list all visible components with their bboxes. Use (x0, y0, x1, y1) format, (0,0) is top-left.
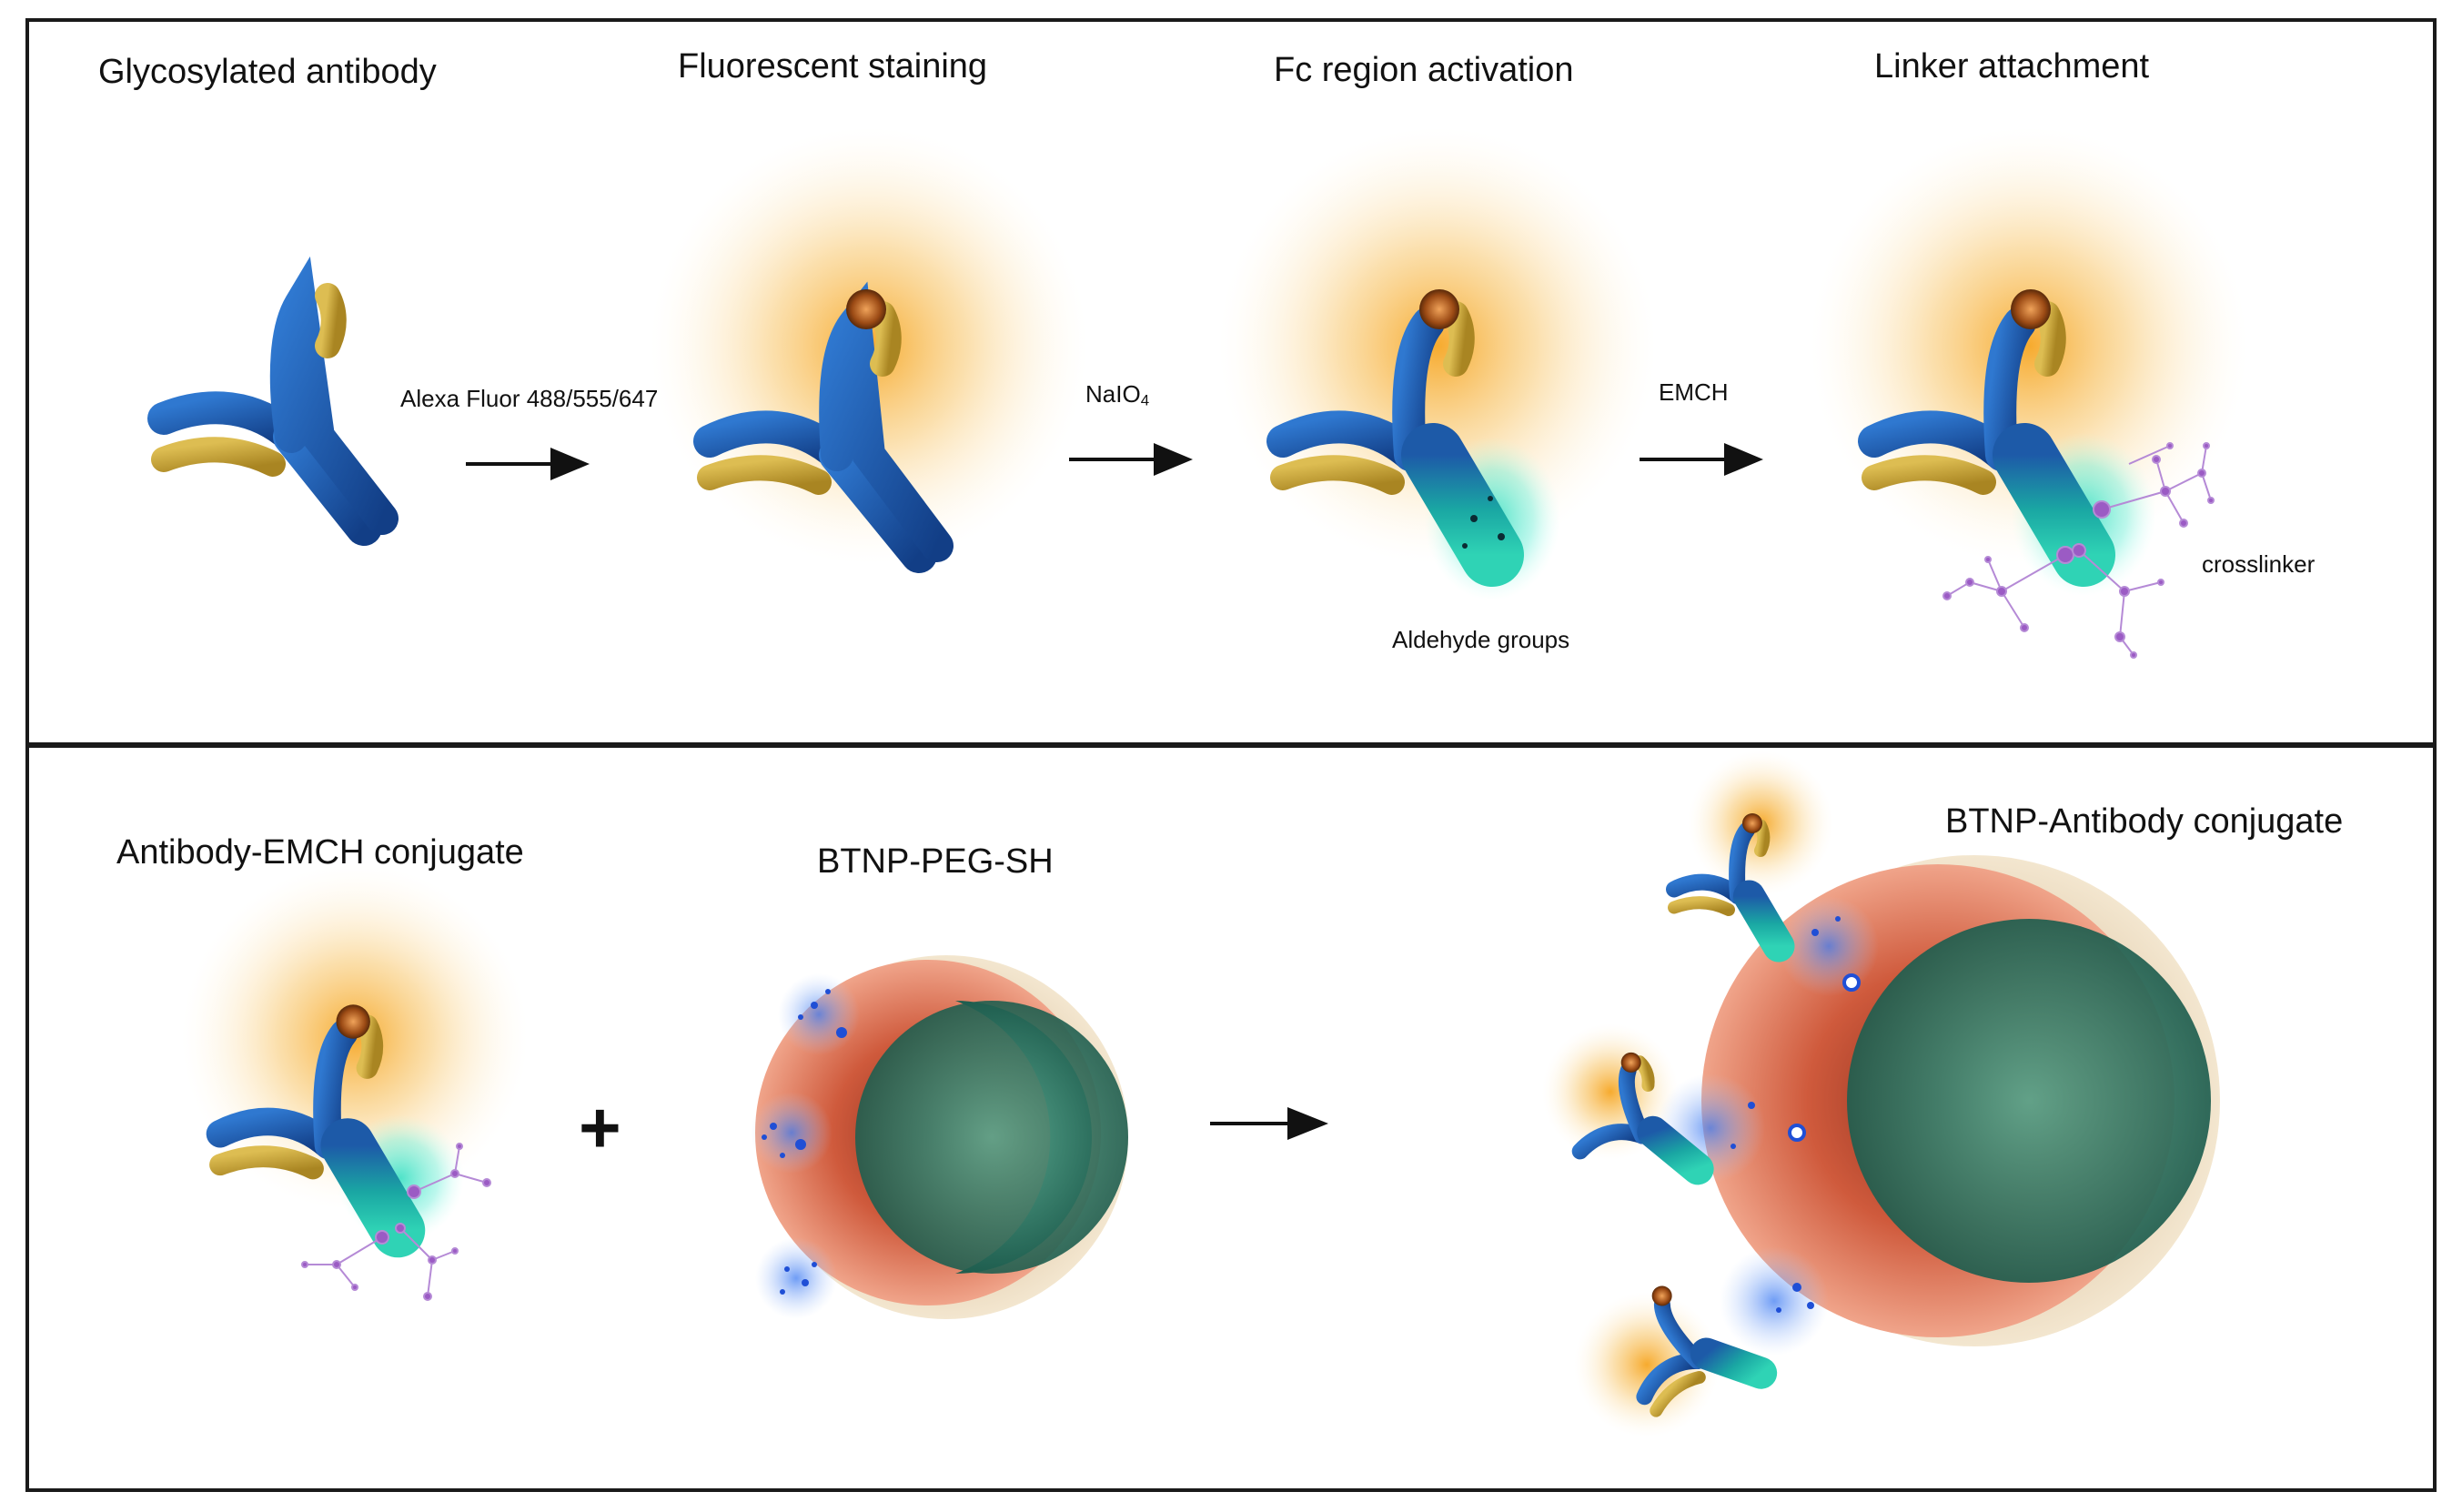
fc-activated-antibody-illustration (1219, 127, 1656, 600)
arrow-3 (1640, 443, 1763, 476)
reagent-naio4: NaIO4 (1085, 380, 1150, 409)
fluorescent-antibody-illustration (651, 127, 1087, 573)
arrow-4 (1210, 1107, 1328, 1140)
reagent-emch: EMCH (1659, 378, 1729, 406)
bottom-panel (25, 744, 2437, 1492)
arrow-1 (466, 448, 590, 480)
btnp-antibody-conjugate-illustration (1542, 751, 2220, 1437)
step-title-fluorescent-staining: Fluorescent staining (678, 47, 988, 86)
thiol-groups (751, 973, 860, 1319)
step-title-linker-attachment: Linker attachment (1874, 47, 2150, 86)
plus-sign: + (579, 1087, 621, 1168)
label-btnp-peg-sh: BTNP-PEG-SH (817, 842, 1054, 881)
crosslinker-network (1942, 442, 2215, 659)
annotation-aldehyde-groups: Aldehyde groups (1392, 626, 1570, 653)
annotation-crosslinker: crosslinker (2202, 550, 2316, 578)
label-btnp-antibody-conjugate: BTNP-Antibody conjugate (1945, 802, 2344, 841)
linker-antibody-illustration (1811, 127, 2247, 659)
arrow-2 (1069, 443, 1193, 476)
antibody-emch-illustration (182, 864, 528, 1301)
label-antibody-emch-conjugate: Antibody-EMCH conjugate (116, 833, 524, 872)
step-title-fc-region-activation: Fc region activation (1274, 51, 1574, 89)
btnp-peg-sh-illustration (751, 955, 1128, 1319)
fluorophore-bead (846, 289, 886, 329)
glycosylated-antibody-illustration (147, 256, 399, 546)
reagent-alexa-fluor: Alexa Fluor 488/555/647 (400, 385, 659, 412)
step-title-glycosylated-antibody: Glycosylated antibody (98, 53, 437, 91)
